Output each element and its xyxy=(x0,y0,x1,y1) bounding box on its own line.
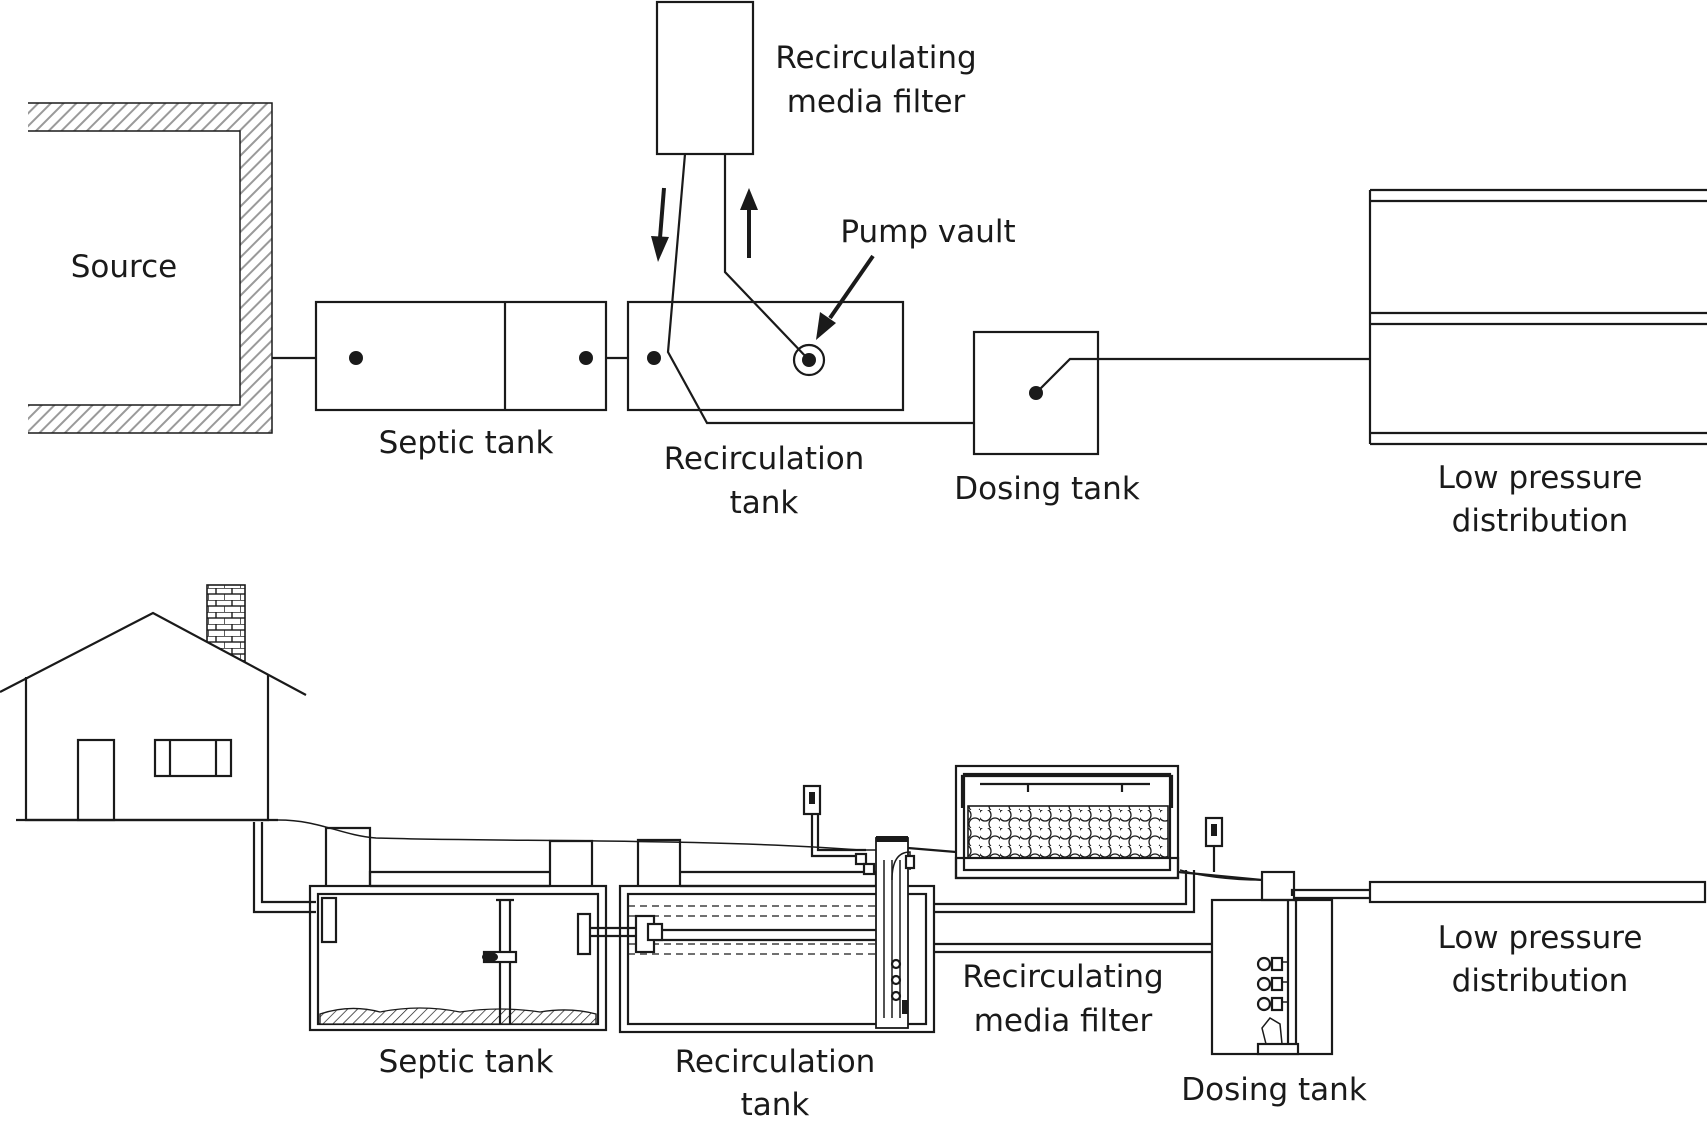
low-pressure-label-top-1: Low pressure xyxy=(1438,460,1643,496)
control-box-2 xyxy=(1204,816,1224,872)
recirculation-tank-bottom xyxy=(618,836,936,1034)
up-arrow xyxy=(740,188,758,258)
pump-vault-label: Pump vault xyxy=(840,214,1015,250)
septic-tank-bottom xyxy=(308,826,608,1032)
media-filter-box-top xyxy=(655,0,755,156)
pump-vault-pointer xyxy=(816,254,875,340)
top-schematic: Source Septic tank Recirculating media f… xyxy=(28,0,1707,539)
recirculation-tank-label-bottom-1: Recirculation xyxy=(675,1044,876,1080)
septic-tank-label-bottom: Septic tank xyxy=(379,1044,554,1080)
dosing-tank-label-top: Dosing tank xyxy=(954,471,1140,507)
filter-feed-pipe xyxy=(723,154,810,361)
control-box-1 xyxy=(802,784,876,876)
septic-tank-top xyxy=(314,300,608,412)
media-filter-label-top-2: media filter xyxy=(787,84,966,120)
media-filter-bottom xyxy=(907,764,1263,882)
house-sewer-pipe xyxy=(252,822,316,914)
bottom-cross-section: Septic tank Recirculation tank Recircula… xyxy=(0,584,1707,1123)
recirculation-tank-label-top-2: tank xyxy=(730,485,799,521)
dosing-to-field-pipe-bottom xyxy=(1290,888,1370,896)
filter-return-pipe xyxy=(666,153,974,425)
media-filter-label-bottom-2: media filter xyxy=(974,1003,1153,1039)
media-filter-label-top-1: Recirculating xyxy=(775,40,976,76)
media-filter-label-bottom-1: Recirculating xyxy=(962,959,1163,995)
low-pressure-label-bottom-1: Low pressure xyxy=(1438,920,1643,956)
source-label: Source xyxy=(71,249,177,285)
filter-return-pipe-bottom xyxy=(934,870,1188,906)
low-pressure-field-top xyxy=(1368,188,1707,446)
low-pressure-field-bottom xyxy=(1368,880,1707,904)
dosing-tank-label-bottom: Dosing tank xyxy=(1181,1072,1367,1108)
recirculation-tank-label-bottom-2: tank xyxy=(741,1087,810,1123)
dosing-to-field-pipe xyxy=(1035,357,1370,394)
dosing-tank-bottom xyxy=(1210,870,1334,1056)
down-arrow xyxy=(651,187,669,262)
septic-tank-label-top: Septic tank xyxy=(379,425,554,461)
house-icon xyxy=(0,584,307,822)
source-building xyxy=(28,102,273,434)
ground-line xyxy=(277,819,880,851)
recirculation-tank-top xyxy=(626,300,905,412)
recirculation-tank-label-top-1: Recirculation xyxy=(664,441,865,477)
low-pressure-label-bottom-2: distribution xyxy=(1452,963,1629,999)
low-pressure-label-top-2: distribution xyxy=(1452,503,1629,539)
